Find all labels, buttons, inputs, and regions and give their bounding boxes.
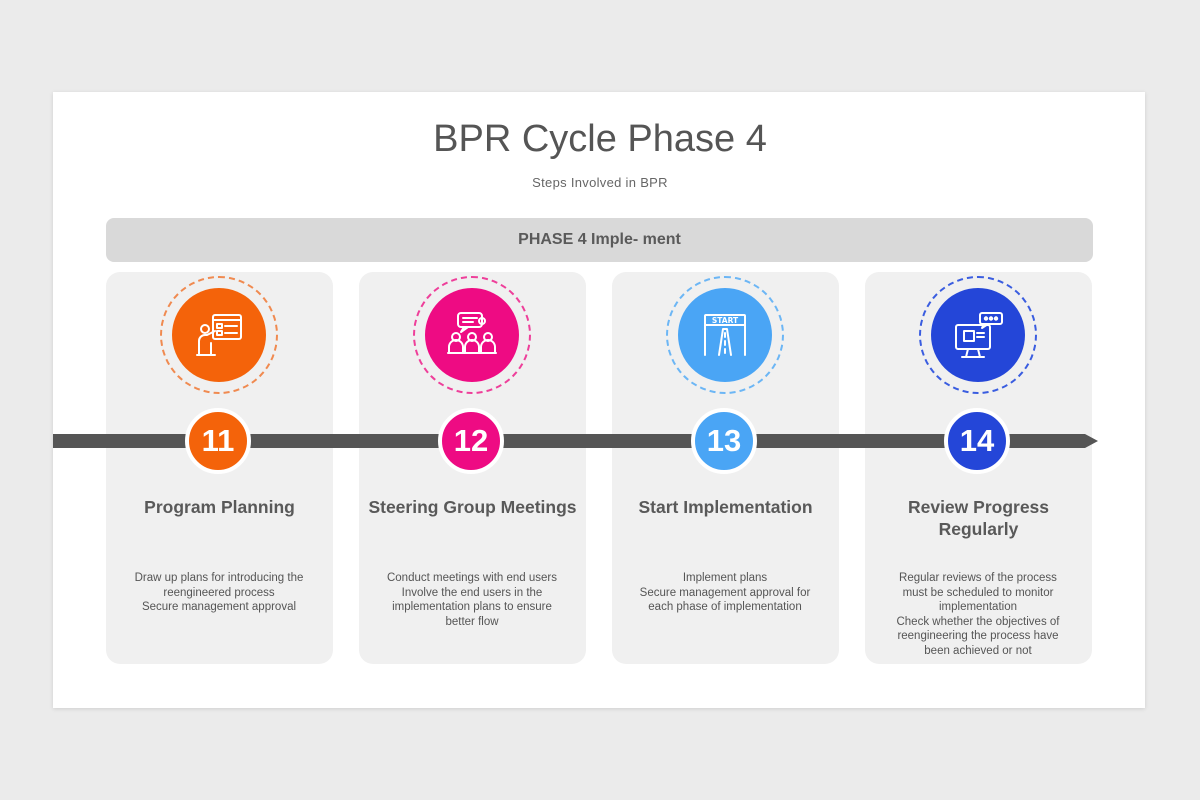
- step-1-number: 11: [185, 408, 251, 474]
- step-2-number: 12: [438, 408, 504, 474]
- monitor-review-icon: [931, 288, 1025, 382]
- start-gate-text: START: [712, 316, 739, 325]
- step-3-description: Implement plans Secure management approv…: [639, 572, 811, 614]
- step-1-icon-ring: [160, 276, 278, 394]
- step-4-title: Review Progress Regularly: [907, 497, 1050, 539]
- step-2-icon-ring: [413, 276, 531, 394]
- step-4-description: Regular reviews of the process must be s…: [896, 572, 1060, 657]
- step-4-number: 14: [944, 408, 1010, 474]
- step-3-icon-ring: [666, 276, 784, 394]
- start-gate-icon: START: [678, 288, 772, 382]
- step-4-icon-ring: [919, 276, 1037, 394]
- step-1-title: Program Planning: [144, 497, 295, 517]
- step-3-title: Start Implementation: [638, 497, 813, 517]
- page-subtitle: Steps Involved in BPR: [532, 175, 668, 190]
- step-2-title: Steering Group Meetings: [368, 497, 577, 517]
- group-meeting-icon: [425, 288, 519, 382]
- step-2-description: Conduct meetings with end users Involve …: [386, 572, 558, 628]
- step-3-number: 13: [691, 408, 757, 474]
- page-title: BPR Cycle Phase 4: [433, 118, 767, 160]
- step-1-description: Draw up plans for introducing the reengi…: [134, 572, 304, 614]
- presentation-board-icon: [172, 288, 266, 382]
- timeline-arrow: [53, 434, 1098, 448]
- phase-banner: PHASE 4 Imple- ment: [106, 218, 1093, 262]
